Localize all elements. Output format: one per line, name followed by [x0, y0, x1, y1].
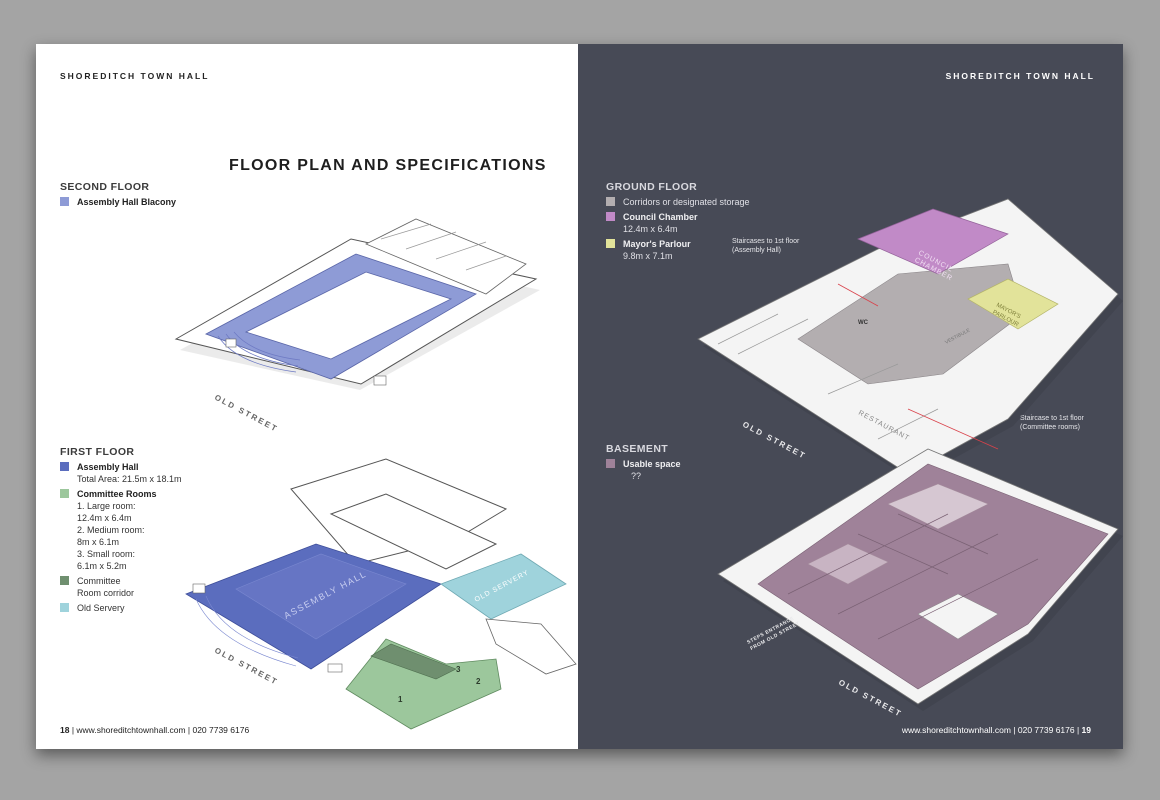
second-floor-title: SECOND FLOOR — [60, 181, 150, 193]
legend-swatch — [60, 462, 69, 471]
page-header: SHOREDITCH TOWN HALL — [60, 71, 210, 81]
page-number: 18 — [60, 725, 70, 735]
page-header: SHOREDITCH TOWN HALL — [945, 71, 1095, 81]
annotation-stairs-assembly: Staircases to 1st floor (Assembly Hall) — [732, 238, 800, 254]
basement-legend: Usable space?? — [606, 458, 681, 485]
legend-name: Council Chamber — [623, 212, 698, 222]
legend-item: Committee Room corridor — [60, 575, 182, 599]
ground-floor-title: GROUND FLOOR — [606, 181, 698, 193]
legend-item: Committee Rooms 1. Large room: 12.4m x 6.… — [60, 488, 182, 572]
street-label: OLD STREET — [213, 393, 280, 434]
steps-label: STEPS ENTRANCEFROM OLD STREET — [746, 615, 801, 652]
first-floor-title: FIRST FLOOR — [60, 446, 135, 458]
legend-swatch — [606, 239, 615, 248]
legend-name: Committee Room corridor — [77, 576, 135, 598]
legend-swatch — [606, 197, 615, 206]
legend-name: Corridors or designated storage — [623, 197, 750, 207]
basement-title: BASEMENT — [606, 443, 669, 455]
street-label: OLD STREET — [213, 646, 280, 687]
legend-swatch — [60, 576, 69, 585]
legend-item: Old Servery — [60, 602, 182, 614]
legend-swatch — [606, 212, 615, 221]
second-floor-plan: OLD STREET — [174, 218, 540, 434]
right-page: SHOREDITCH TOWN HALL GROUND FLOOR Corrid… — [578, 44, 1123, 749]
legend-swatch — [60, 197, 69, 206]
legend-detail: 12.4m x 6.4m — [623, 224, 678, 234]
legend-swatch — [60, 603, 69, 612]
legend-name: Usable space — [623, 459, 681, 469]
legend-detail: ?? — [631, 471, 642, 481]
legend-name: Old Servery — [77, 603, 125, 613]
plan-label-room-1: 1 — [398, 695, 403, 704]
annotation-stairs-committee: Staircase to 1st floor (Committee rooms) — [1020, 415, 1084, 431]
page-footer: www.shoreditchtownhall.com | 020 7739 61… — [902, 725, 1091, 735]
first-floor-plan: ASSEMBLY HALL OLD SERVERY 1 2 3 OLD STRE… — [185, 458, 577, 730]
legend-name: Assembly Hall Blacony — [77, 197, 177, 207]
basement-plan: OLD STREET STEPS ENTRANCEFROM OLD STREET — [717, 448, 1123, 719]
page-title: FLOOR PLAN AND SPECIFICATIONS — [229, 157, 547, 174]
plan-label-room-3: 3 — [456, 665, 461, 674]
legend-item: Assembly Hall Blacony — [60, 196, 176, 208]
legend-item: Council Chamber 12.4m x 6.4m — [606, 211, 750, 235]
legend-item: Corridors or designated storage — [606, 196, 750, 208]
legend-detail: 9.8m x 7.1m — [623, 251, 673, 261]
legend-name: Mayor's Parlour — [623, 239, 691, 249]
legend-name: Assembly Hall — [77, 462, 139, 472]
left-page: SHOREDITCH TOWN HALL FLOOR PLAN AND SPEC… — [36, 44, 578, 749]
legend-detail: Total Area: 21.5m x 18.1m — [77, 474, 182, 484]
second-floor-legend: Assembly Hall Blacony — [60, 196, 176, 211]
ground-floor-legend: Corridors or designated storage Council … — [606, 196, 750, 265]
legend-item: Usable space?? — [606, 458, 681, 482]
legend-swatch — [606, 459, 615, 468]
legend-item: Mayor's Parlour 9.8m x 7.1m — [606, 238, 750, 262]
footer-text: | www.shoreditchtownhall.com | 020 7739 … — [69, 725, 250, 735]
footer-text: www.shoreditchtownhall.com | 020 7739 61… — [901, 725, 1082, 735]
brochure-spread: SHOREDITCH TOWN HALL FLOOR PLAN AND SPEC… — [36, 44, 1123, 749]
legend-swatch — [60, 489, 69, 498]
page-number: 19 — [1081, 725, 1091, 735]
page-footer: 18 | www.shoreditchtownhall.com | 020 77… — [60, 725, 249, 735]
ground-floor-plan: COUNCILCHAMBER MAYOR'SPARLOUR VESTIBULE … — [697, 198, 1123, 481]
legend-detail: 1. Large room: 12.4m x 6.4m 2. Medium ro… — [77, 501, 145, 571]
plan-label-wc: WC — [858, 320, 869, 326]
legend-name: Committee Rooms — [77, 489, 157, 499]
plan-label-room-2: 2 — [476, 677, 481, 686]
